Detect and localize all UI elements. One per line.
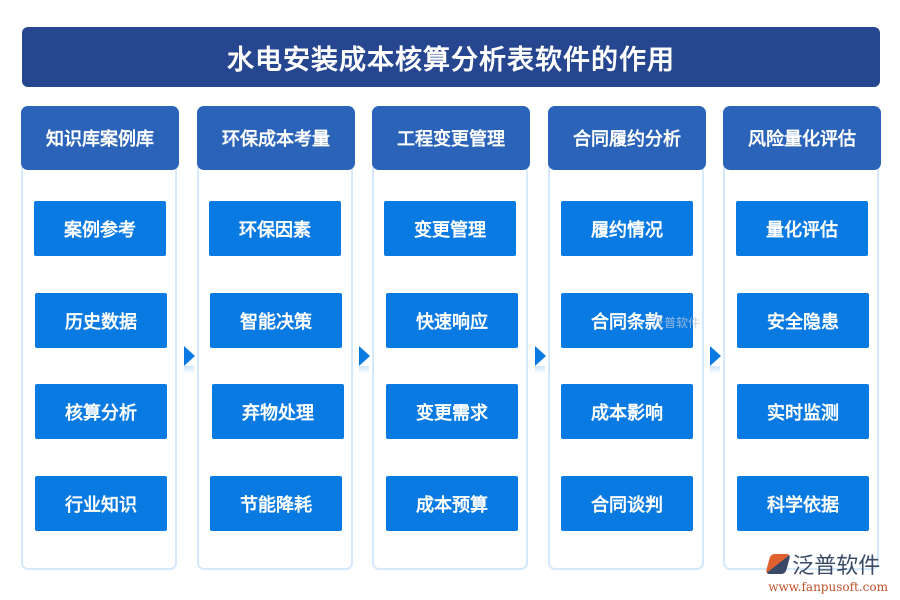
brand-logo: 泛普软件 www.fanpusoft.com bbox=[765, 548, 888, 594]
item-box: 节能降耗 bbox=[210, 476, 342, 531]
item-box: 历史数据 bbox=[35, 293, 167, 348]
item-box: 快速响应 bbox=[386, 293, 518, 348]
page-title: 水电安装成本核算分析表软件的作用 bbox=[22, 27, 880, 87]
item-box: 案例参考 bbox=[34, 201, 166, 256]
column-header: 环保成本考量 bbox=[197, 106, 355, 170]
item-box: 智能决策 bbox=[210, 293, 342, 348]
column-contract-analysis: 合同履约分析 履约情况 合同条款 成本影响 合同谈判 bbox=[548, 106, 706, 570]
arrow-right-icon bbox=[535, 346, 546, 374]
item-box: 成本预算 bbox=[386, 476, 518, 531]
column-header: 风险量化评估 bbox=[723, 106, 881, 170]
column-environment-cost: 环保成本考量 环保因素 智能决策 弃物处理 节能降耗 bbox=[197, 106, 355, 570]
item-box: 履约情况 bbox=[561, 201, 693, 256]
logo-icon bbox=[765, 554, 791, 574]
item-box: 科学依据 bbox=[737, 476, 869, 531]
column-header: 知识库案例库 bbox=[21, 106, 179, 170]
item-box: 变更管理 bbox=[384, 201, 516, 256]
arrow-right-icon bbox=[710, 346, 721, 374]
item-box: 环保因素 bbox=[209, 201, 341, 256]
column-header: 工程变更管理 bbox=[372, 106, 530, 170]
column-knowledge-base: 知识库案例库 案例参考 历史数据 核算分析 行业知识 bbox=[21, 106, 179, 570]
arrow-right-icon bbox=[184, 346, 195, 374]
watermark: 泛普软件 bbox=[652, 316, 701, 330]
item-box: 核算分析 bbox=[35, 384, 167, 439]
item-box: 弃物处理 bbox=[212, 384, 344, 439]
column-change-management: 工程变更管理 变更管理 快速响应 变更需求 成本预算 bbox=[372, 106, 530, 570]
column-risk-assessment: 风险量化评估 量化评估 安全隐患 实时监测 科学依据 bbox=[723, 106, 881, 570]
item-box: 变更需求 bbox=[386, 384, 518, 439]
arrow-right-icon bbox=[359, 346, 370, 374]
column-header: 合同履约分析 bbox=[548, 106, 706, 170]
item-box: 安全隐患 bbox=[737, 293, 869, 348]
item-box: 量化评估 bbox=[736, 201, 868, 256]
logo-name: 泛普软件 bbox=[792, 554, 881, 579]
item-box: 行业知识 bbox=[35, 476, 167, 531]
item-box: 成本影响 bbox=[561, 384, 693, 439]
item-box: 合同条款 bbox=[561, 293, 693, 348]
item-box: 合同谈判 bbox=[561, 476, 693, 531]
item-box: 实时监测 bbox=[737, 384, 869, 439]
logo-url: www.fanpusoft.com bbox=[768, 580, 888, 594]
